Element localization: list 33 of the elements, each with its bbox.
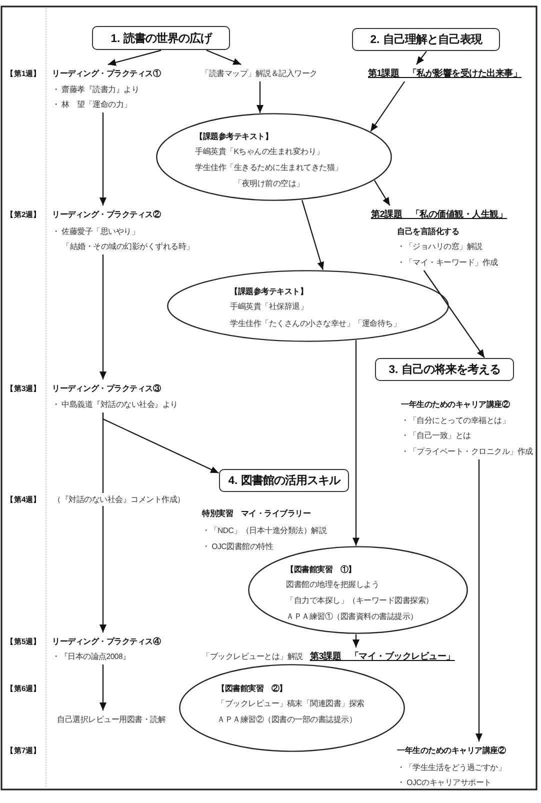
- arrow: [256, 82, 264, 113]
- arrow: [100, 112, 106, 206]
- arrow: [301, 200, 324, 270]
- topic-box: 1. 読書の世界の広げ: [92, 26, 230, 50]
- arrow: [206, 50, 242, 65]
- arrow: [423, 270, 485, 358]
- subheading: 自己を言語化する: [397, 226, 459, 238]
- arrow: [370, 81, 406, 132]
- heading: リーディング・プラクティス②: [52, 208, 160, 220]
- heading: リーディング・プラクティス③: [52, 382, 160, 394]
- text-ellipse: [179, 664, 405, 752]
- topic-box: 3. 自己の将来を考える: [375, 358, 514, 381]
- topic-box: 4. 図書館の活用スキル: [219, 469, 349, 492]
- text-ellipse: [156, 113, 392, 201]
- heading: リーディング・プラクティス①: [52, 68, 160, 80]
- arrow: [100, 412, 106, 632]
- arrow: [374, 180, 390, 206]
- arrow: [100, 254, 106, 380]
- heading: 一年生のためのキャリア講座②: [397, 744, 506, 756]
- arrow: [352, 634, 360, 648]
- arrow: [100, 664, 106, 710]
- arrow: [416, 50, 427, 65]
- underlined-title: 第3課題 「マイ・ブックレビュー」: [310, 650, 455, 662]
- text-ellipse: [167, 270, 449, 342]
- underlined-title: 第1課題 「私が影響を受けた出来事」: [368, 66, 522, 80]
- arrow: [476, 460, 482, 742]
- arrow: [352, 340, 360, 546]
- arrow: [108, 50, 162, 66]
- underlined-title: 第2課題 「私の価値観・人生観」: [371, 208, 508, 220]
- heading: 一年生のためのキャリア講座②: [401, 398, 510, 410]
- topic-box: 2. 自己理解と自己表現: [352, 28, 500, 51]
- subheading: 特別実習 マイ・ライブラリー: [202, 508, 310, 520]
- heading: リーディング・プラクティス④: [52, 636, 160, 648]
